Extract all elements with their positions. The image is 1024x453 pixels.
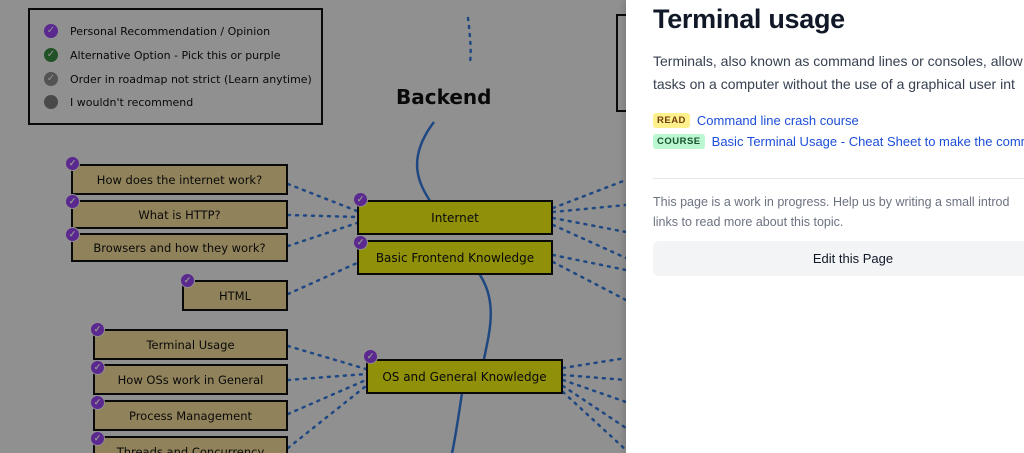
- check-icon: ✓: [44, 48, 58, 62]
- check-icon: ✓: [90, 322, 105, 337]
- node-label: OS and General Knowledge: [382, 369, 547, 384]
- node-label: Terminal Usage: [146, 337, 235, 352]
- node-label: Internet: [431, 210, 479, 225]
- check-icon: ✓: [65, 156, 80, 171]
- note-line: links to read more about this topic.: [653, 215, 844, 229]
- resource-link-read[interactable]: READ Command line crash course: [653, 113, 859, 128]
- check-icon: ✓: [44, 24, 58, 38]
- divider: [653, 178, 1024, 179]
- description-line: tasks on a computer without the use of a…: [653, 76, 1015, 92]
- description-line: Terminals, also known as command lines o…: [653, 53, 1023, 69]
- node-label: Process Management: [128, 408, 253, 423]
- node-terminal-usage[interactable]: Terminal Usage: [93, 329, 288, 360]
- dot-icon: [44, 95, 58, 109]
- topic-description: Terminals, also known as command lines o…: [653, 50, 1024, 96]
- resource-link[interactable]: Basic Terminal Usage - Cheat Sheet to ma…: [711, 134, 1024, 149]
- roadmap-links: [286, 16, 626, 453]
- check-icon: ✓: [363, 349, 378, 364]
- node-how-internet-works[interactable]: How does the internet work?: [71, 164, 288, 195]
- check-icon: ✓: [44, 72, 58, 86]
- check-icon: ✓: [180, 273, 195, 288]
- legend-item: ✓ Order in roadmap not strict (Learn any…: [44, 72, 312, 86]
- legend-item: ✓ Personal Recommendation / Opinion: [44, 24, 270, 38]
- node-html[interactable]: HTML: [182, 280, 288, 311]
- check-icon: ✓: [90, 431, 105, 446]
- resource-tag: READ: [653, 113, 690, 128]
- node-label: Basic Frontend Knowledge: [375, 250, 535, 265]
- node-os-and-general-knowledge[interactable]: OS and General Knowledge: [366, 359, 563, 394]
- node-browsers[interactable]: Browsers and how they work?: [71, 233, 288, 262]
- node-internet[interactable]: Internet: [357, 200, 553, 235]
- legend-item: ✓ Alternative Option - Pick this or purp…: [44, 48, 280, 62]
- node-label: Browsers and how they work?: [93, 240, 266, 255]
- check-icon: ✓: [353, 192, 368, 207]
- node-how-oss-work[interactable]: How OSs work in General: [93, 364, 288, 395]
- check-icon: ✓: [65, 227, 80, 242]
- legend-label: I wouldn't recommend: [70, 95, 194, 109]
- node-label: What is HTTP?: [138, 207, 221, 222]
- resource-link[interactable]: Command line crash course: [696, 113, 859, 128]
- legend-label: Alternative Option - Pick this or purple: [70, 48, 281, 62]
- node-label: How does the internet work?: [96, 172, 263, 187]
- topic-side-panel: Terminal usage Terminals, also known as …: [626, 0, 1024, 453]
- resource-tag: COURSE: [653, 134, 705, 149]
- resource-link-course[interactable]: COURSE Basic Terminal Usage - Cheat Shee…: [653, 134, 1024, 149]
- node-basic-frontend-knowledge[interactable]: Basic Frontend Knowledge: [357, 240, 553, 275]
- check-icon: ✓: [65, 194, 80, 209]
- check-icon: ✓: [353, 235, 368, 250]
- legend-item: I wouldn't recommend: [44, 95, 193, 109]
- node-what-is-http[interactable]: What is HTTP?: [71, 200, 288, 229]
- legend-label: Personal Recommendation / Opinion: [70, 24, 271, 38]
- node-process-management[interactable]: Process Management: [93, 400, 288, 431]
- legend-box: ✓ Personal Recommendation / Opinion ✓ Al…: [28, 8, 323, 125]
- node-partial: [616, 14, 626, 112]
- note-line: This page is a work in progress. Help us…: [653, 195, 1010, 209]
- roadmap-canvas[interactable]: ✓ Personal Recommendation / Opinion ✓ Al…: [0, 0, 626, 453]
- node-label: Threads and Concurrency: [116, 444, 265, 453]
- legend-label: Order in roadmap not strict (Learn anyti…: [70, 72, 312, 86]
- node-label: How OSs work in General: [117, 372, 264, 387]
- roadmap-title: Backend: [396, 85, 492, 109]
- wip-note: This page is a work in progress. Help us…: [653, 192, 1024, 232]
- node-label: HTML: [218, 288, 251, 303]
- check-icon: ✓: [90, 395, 105, 410]
- check-icon: ✓: [90, 360, 105, 375]
- page-title: Terminal usage: [653, 4, 845, 34]
- node-threads-concurrency[interactable]: Threads and Concurrency: [93, 436, 288, 453]
- edit-page-button[interactable]: Edit this Page: [653, 241, 1024, 276]
